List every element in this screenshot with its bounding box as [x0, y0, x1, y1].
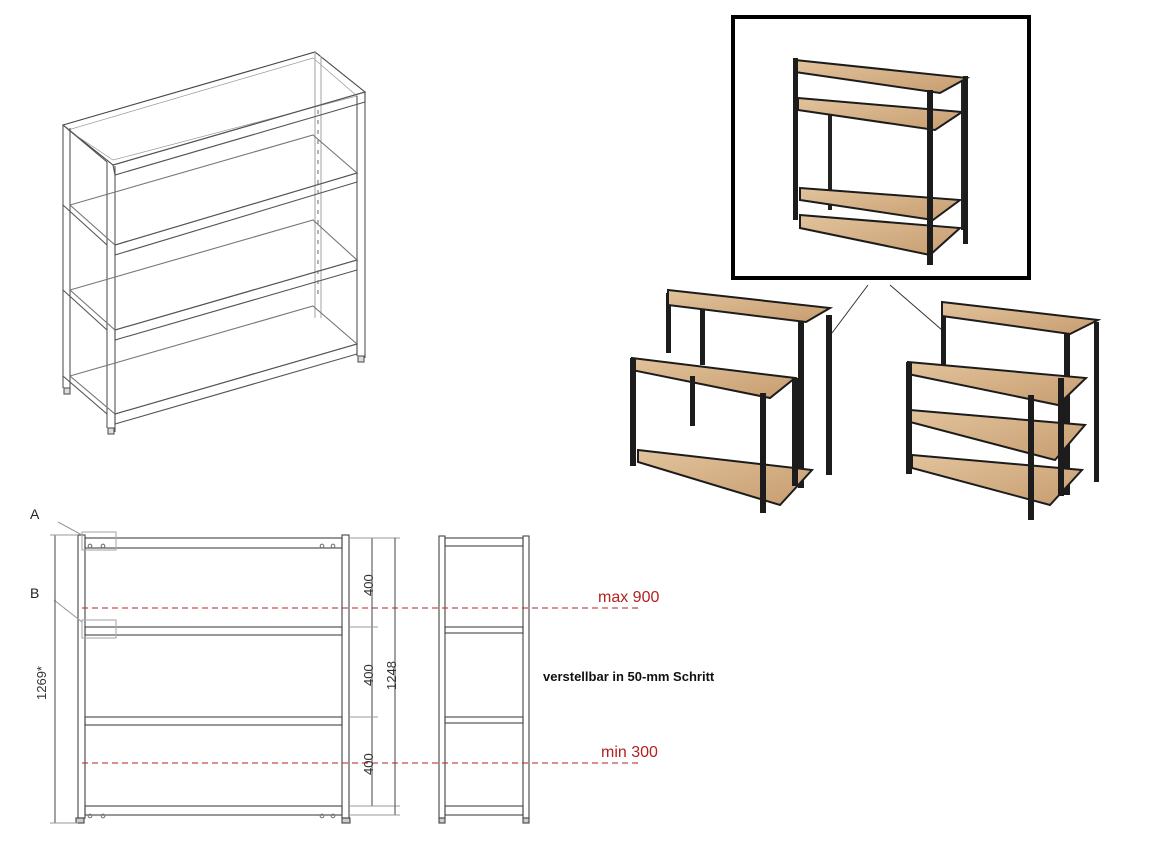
detail-label-b: B [30, 585, 39, 601]
connector-line-left [831, 284, 869, 334]
dim-400-mid: 400 [361, 664, 376, 686]
dim-1248: 1248 [384, 661, 399, 690]
shelf-photo-three-level [906, 300, 1102, 520]
detail-label-a: A [30, 506, 40, 522]
side-elevation-drawing [438, 535, 530, 824]
adjustable-note: verstellbar in 50-mm Schritt [543, 669, 715, 684]
front-elevation-drawing [50, 521, 400, 824]
dim-400-top: 400 [361, 574, 376, 596]
max-height-label: max 900 [598, 589, 659, 606]
dim-400-bot: 400 [361, 753, 376, 775]
shelf-photo-standard [793, 58, 971, 265]
isometric-wireframe-drawing [61, 51, 367, 435]
dim-1269: 1269* [34, 666, 49, 700]
min-height-label: min 300 [601, 744, 658, 761]
connector-line-right [889, 284, 943, 331]
selected-configuration-frame [731, 15, 1031, 280]
shelf-photo-two-level [630, 288, 834, 513]
